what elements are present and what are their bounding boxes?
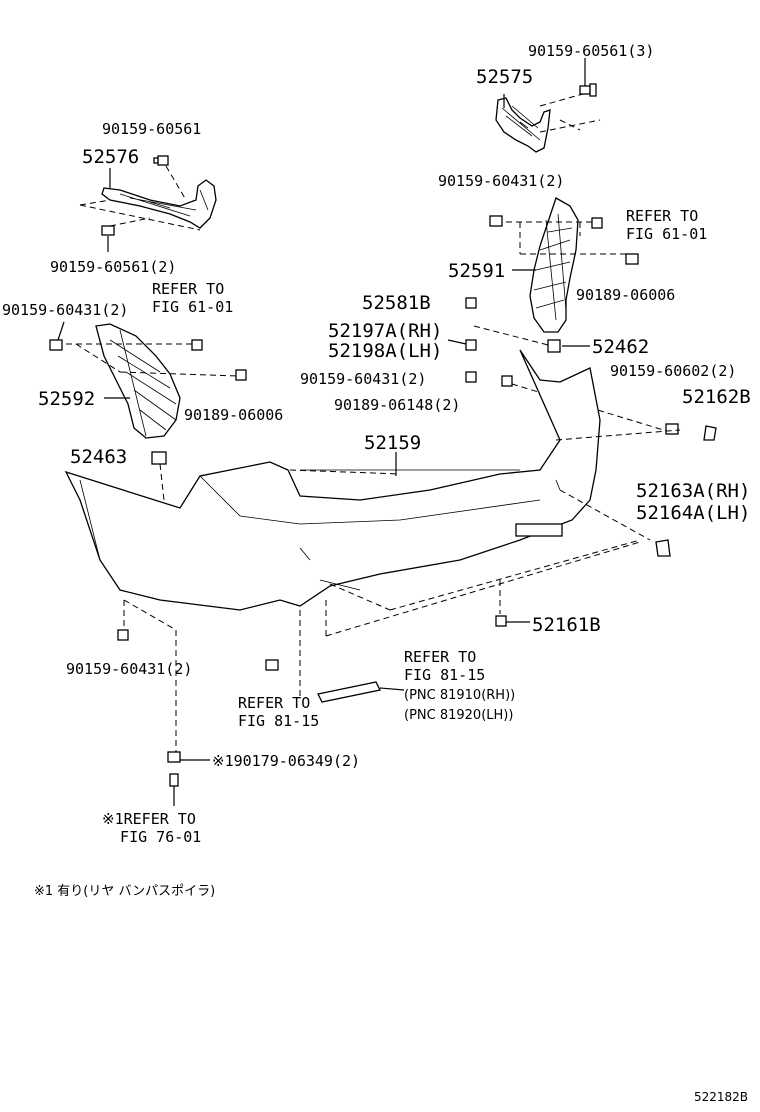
label-refer-fig-61-01-left: REFER TO FIG 61-01 xyxy=(152,280,234,316)
reflector xyxy=(317,681,381,703)
screw-90159-60431-mid xyxy=(465,371,477,383)
label-90159-60561: 90159-60561 xyxy=(102,120,202,138)
retainer-52197a xyxy=(465,339,477,351)
label-52197a-rh: 52197A(RH) xyxy=(328,320,443,342)
screw-90159-60602 xyxy=(665,423,679,435)
bracket-52581b xyxy=(465,297,477,309)
nut-90179-06349 xyxy=(167,751,181,787)
label-pnc-81910-rh: (PNC 81910(RH)) xyxy=(404,688,516,703)
clip-90159-60431-top xyxy=(489,215,503,227)
label-52164a-lh: 52164A(LH) xyxy=(636,502,751,524)
label-refer-fig-76-01: ※1REFER TO FIG 76-01 xyxy=(102,810,202,846)
bumper-cover-52159 xyxy=(64,349,601,611)
label-52591: 52591 xyxy=(448,260,506,282)
clip-90159-60431-left xyxy=(49,339,63,351)
clip-90189-06148 xyxy=(501,375,513,387)
label-90159-60431-2-mid: 90159-60431(2) xyxy=(300,370,427,388)
cover-52162b xyxy=(703,425,717,441)
retainer-52575 xyxy=(495,97,551,153)
clip-90159-60561-a xyxy=(153,155,169,166)
label-90159-60431-2-bottom: 90159-60431(2) xyxy=(66,660,193,678)
mudguard-52592 xyxy=(95,323,181,439)
clip-refer-61-01-right xyxy=(591,217,603,229)
label-52575: 52575 xyxy=(476,66,534,88)
label-52159: 52159 xyxy=(364,432,422,454)
bracket-52462 xyxy=(547,339,561,353)
label-refer-fig-61-01-right: REFER TO FIG 61-01 xyxy=(626,207,708,243)
footnote: ※1 有り(リヤ バンパスポイラ) xyxy=(34,884,216,899)
label-90159-60561-2: 90159-60561(2) xyxy=(50,258,177,276)
label-52163a-rh: 52163A(RH) xyxy=(636,480,751,502)
diagram-id: 522182B xyxy=(694,1090,749,1104)
label-90189-06148-2: 90189-06148(2) xyxy=(334,396,461,414)
clip-refer-81-15 xyxy=(265,659,279,671)
label-52198a-lh: 52198A(LH) xyxy=(328,340,443,362)
mudguard-52591 xyxy=(529,197,579,333)
label-90159-60602-2: 90159-60602(2) xyxy=(610,362,737,380)
retainer-52576 xyxy=(101,179,217,229)
pad-52463 xyxy=(151,451,167,465)
label-90159-60431-2-left: 90159-60431(2) xyxy=(2,301,129,319)
label-52463: 52463 xyxy=(70,446,128,468)
label-refer-fig-81-15-left: REFER TO FIG 81-15 xyxy=(238,694,320,730)
label-52462: 52462 xyxy=(592,336,650,358)
label-52576: 52576 xyxy=(82,146,140,168)
label-52592: 52592 xyxy=(38,388,96,410)
label-52161b: 52161B xyxy=(532,614,601,636)
label-90189-06006-left: 90189-06006 xyxy=(184,406,284,424)
clip-refer-61-01-left xyxy=(191,339,203,351)
clip-90189-06006-right xyxy=(625,253,639,265)
label-52162b: 52162B xyxy=(682,386,751,408)
label-90159-60561-3: 90159-60561(3) xyxy=(528,42,655,60)
label-90179-06349-2: ※190179-06349(2) xyxy=(212,752,361,770)
label-refer-fig-81-15-right: REFER TO FIG 81-15 xyxy=(404,648,486,684)
screw-90159-60431-bottom xyxy=(117,629,129,641)
clip-90159-60561-top xyxy=(579,83,597,97)
label-90189-06006-right: 90189-06006 xyxy=(576,286,676,304)
clip-90159-60561-b xyxy=(101,225,115,236)
screw-52161b xyxy=(495,615,507,627)
cover-52163a xyxy=(655,539,671,557)
label-52581b: 52581B xyxy=(362,292,431,314)
label-pnc-81920-lh: (PNC 81920(LH)) xyxy=(404,708,514,723)
label-90159-60431-2-top: 90159-60431(2) xyxy=(438,172,565,190)
clip-90189-06006-left xyxy=(235,369,247,381)
